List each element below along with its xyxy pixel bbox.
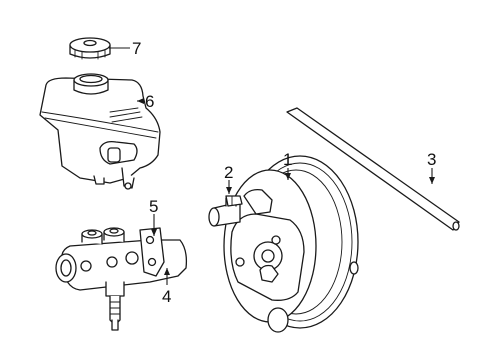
callout-3: 3	[427, 150, 436, 169]
reservoir-cap	[69, 37, 111, 60]
callout-2: 2	[224, 163, 233, 182]
fluid-reservoir	[39, 73, 161, 190]
callout-7: 7	[132, 39, 141, 58]
vacuum-fitting	[225, 195, 243, 207]
master-cylinder	[55, 227, 188, 331]
brake-booster	[208, 155, 359, 333]
callout-5: 5	[149, 197, 158, 216]
callout-1: 1	[283, 150, 292, 169]
callout-6: 6	[145, 92, 154, 111]
callout-4: 4	[162, 287, 171, 306]
push-rod	[286, 107, 460, 231]
